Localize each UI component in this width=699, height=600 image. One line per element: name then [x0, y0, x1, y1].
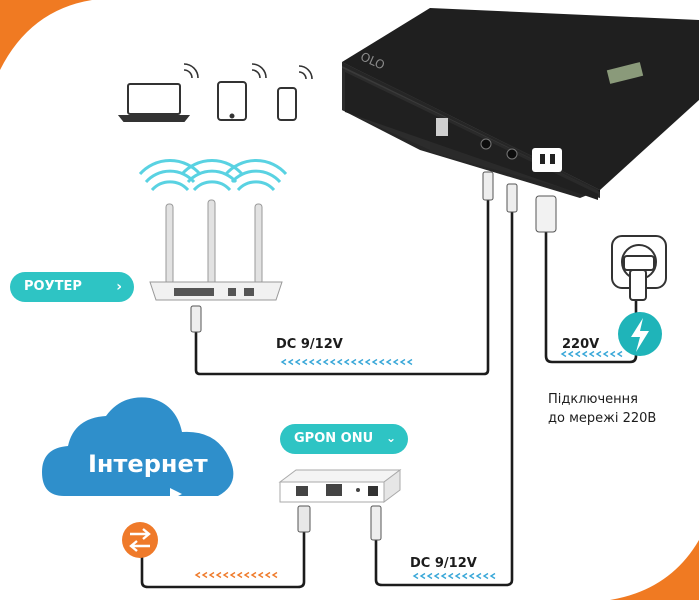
- flow-dash: [357, 358, 364, 366]
- flow-dashes: [194, 350, 623, 580]
- onu-dc-cable: [374, 210, 514, 587]
- flow-dash: [468, 572, 475, 580]
- flow-dash: [602, 350, 609, 358]
- ups-display: [606, 62, 644, 84]
- flow-dash: [447, 572, 454, 580]
- flow-dash: [215, 571, 222, 579]
- corner-accent-top-left: [0, 0, 92, 70]
- swap-arrows-icon: [122, 522, 158, 558]
- chevron-down-icon: ⌄: [385, 431, 396, 445]
- mains-voltage-label: 220V: [562, 337, 600, 352]
- flow-dash: [489, 572, 496, 580]
- router-pill: РОУТЕР ›: [10, 272, 134, 302]
- flow-dash: [264, 571, 271, 579]
- flow-dash: [426, 572, 433, 580]
- corner-accent-bottom-right: [610, 540, 699, 600]
- lightning-icon: [618, 312, 662, 356]
- dc-plug-ups-1: [482, 171, 494, 201]
- mains-caption-line2: до мережі 220В: [548, 411, 657, 426]
- flow-dash: [595, 350, 602, 358]
- flow-dash: [392, 358, 399, 366]
- internet-cloud: [42, 397, 234, 500]
- flow-dash: [250, 571, 257, 579]
- router-device: [138, 159, 288, 301]
- flow-dash: [364, 358, 371, 366]
- dc-plug-router: [190, 305, 202, 333]
- gpon-onu-device: [278, 469, 402, 503]
- flow-dash: [454, 572, 461, 580]
- onu-dc-label: DC 9/12V: [410, 556, 477, 571]
- flow-dash: [257, 571, 264, 579]
- usb-port: [436, 118, 448, 136]
- flow-dash: [287, 358, 294, 366]
- router-wifi-icon: [138, 159, 288, 192]
- flow-dash: [406, 358, 413, 366]
- flow-dash: [243, 571, 250, 579]
- dc-port-1: [480, 138, 492, 150]
- flow-dash: [574, 350, 581, 358]
- flow-dash: [475, 572, 482, 580]
- mains-caption-line1: Підключення: [548, 392, 638, 407]
- flow-dash: [308, 358, 315, 366]
- flow-dash: [201, 571, 208, 579]
- flow-dash: [440, 572, 447, 580]
- flow-dash: [482, 572, 489, 580]
- flow-dash: [433, 572, 440, 580]
- gpon-onu-pill-label: GPON ONU: [294, 431, 374, 446]
- flow-dash: [419, 572, 426, 580]
- flow-dash: [315, 358, 322, 366]
- fiber-plug-onu: [297, 505, 311, 533]
- ac-inlet: [532, 148, 562, 172]
- dc-plug-ups-2: [506, 183, 518, 213]
- flow-dash: [301, 358, 308, 366]
- flow-dash: [350, 358, 357, 366]
- cables: [140, 200, 638, 589]
- mini-ups-device: [342, 8, 699, 200]
- laptop-icon: [117, 83, 191, 122]
- wall-socket-icon: [611, 235, 667, 301]
- flow-dash: [399, 358, 406, 366]
- flow-dash: [208, 571, 215, 579]
- flow-dash: [322, 358, 329, 366]
- wifi-icon: [183, 63, 313, 80]
- onu-fiber-cable: [140, 530, 306, 589]
- flow-dash: [194, 571, 201, 579]
- mains-cable: [544, 232, 638, 364]
- dc-port-2: [506, 148, 518, 160]
- flow-dash: [560, 350, 567, 358]
- flow-dash: [336, 358, 343, 366]
- flow-dash: [378, 358, 385, 366]
- flow-dash: [609, 350, 616, 358]
- flow-dash: [461, 572, 468, 580]
- flow-dash: [236, 571, 243, 579]
- flow-dash: [412, 572, 419, 580]
- flow-dash: [294, 358, 301, 366]
- flow-dash: [229, 571, 236, 579]
- flow-dash: [616, 350, 623, 358]
- ac-plug-ups: [535, 195, 557, 233]
- flow-dash: [581, 350, 588, 358]
- flow-dash: [329, 358, 336, 366]
- router-dc-cable: [194, 200, 490, 376]
- flow-dash: [371, 358, 378, 366]
- flow-dash: [588, 350, 595, 358]
- flow-dash: [567, 350, 574, 358]
- flow-dash: [385, 358, 392, 366]
- dc-plug-onu: [370, 505, 382, 541]
- phone-icon: [277, 87, 297, 121]
- cloud-label: Інтернет: [88, 450, 208, 478]
- flow-dash: [343, 358, 350, 366]
- router-pill-label: РОУТЕР: [24, 279, 82, 294]
- flow-dash: [222, 571, 229, 579]
- router-dc-label: DC 9/12V: [276, 337, 343, 352]
- chevron-right-icon: ›: [116, 279, 122, 295]
- flow-dash: [280, 358, 287, 366]
- play-arrow-icon: [170, 488, 182, 500]
- flow-dash: [271, 571, 278, 579]
- tablet-icon: [217, 81, 247, 121]
- gpon-onu-pill: GPON ONU ⌄: [280, 424, 408, 454]
